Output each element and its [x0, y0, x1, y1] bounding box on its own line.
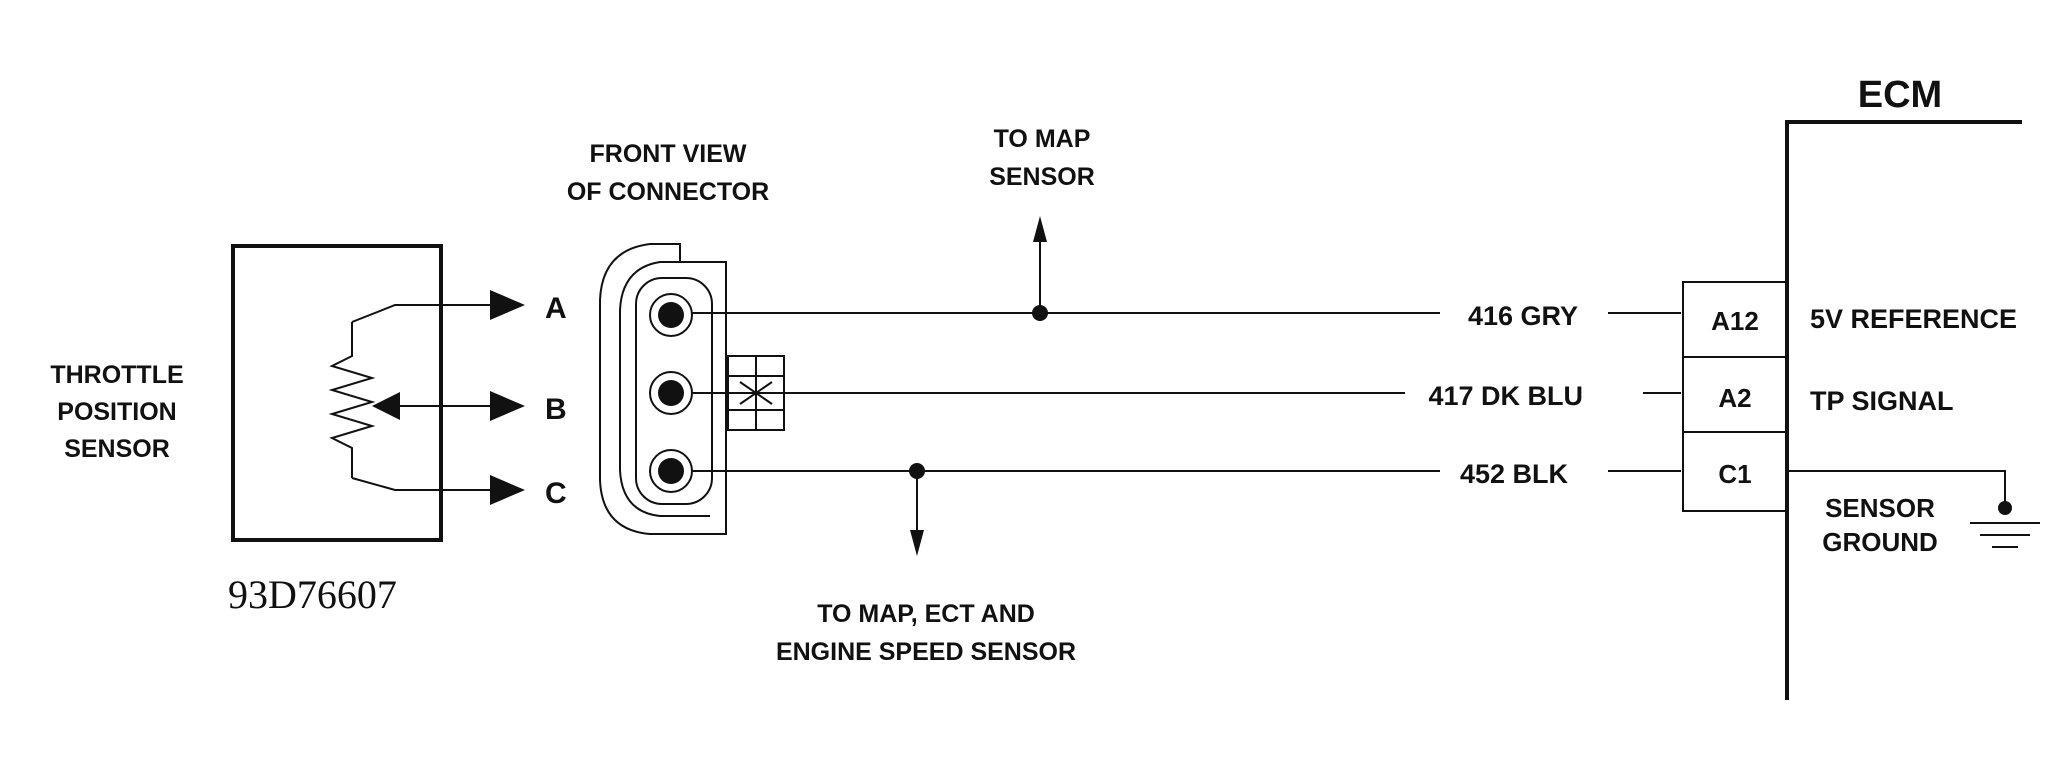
terminal-a: [649, 293, 693, 337]
ecm-connector-block: [1682, 281, 1788, 512]
up-arrow-icon: [1033, 216, 1047, 242]
ecm: ECM A12 A2 C1 5V REFERENCE TP SIGNAL SEN…: [1682, 74, 2040, 700]
ecm-pin-c1: C1: [1718, 459, 1751, 489]
ecm-function-tp-signal: TP SIGNAL: [1810, 386, 1954, 416]
wire-label-452: 452 BLK: [1460, 459, 1569, 489]
connector: FRONT VIEW OF CONNECTOR: [567, 140, 785, 535]
sensor-title-line-1: THROTTLE: [50, 361, 183, 389]
throttle-position-sensor: A B C THROTTLE POSITION SENSOR 93D76607: [50, 244, 567, 617]
pin-b-label: B: [545, 393, 567, 426]
sensor-title-line-2: POSITION: [57, 398, 176, 426]
ecm-function-sensor-ground-line-1: SENSOR: [1825, 493, 1935, 523]
branch-top-line-1: TO MAP: [994, 125, 1091, 153]
sensor-title-line-3: SENSOR: [64, 435, 170, 463]
ecm-function-5v-reference: 5V REFERENCE: [1810, 304, 2017, 334]
pin-a-label: A: [545, 292, 567, 325]
connector-outer-shell: [599, 243, 727, 535]
part-number: 93D76607: [228, 572, 397, 617]
wire-label-416: 416 GRY: [1468, 301, 1578, 331]
ecm-pin-a2: A2: [1718, 383, 1751, 413]
ecm-function-sensor-ground-line-2: GROUND: [1822, 527, 1938, 557]
ecm-pin-a12: A12: [1711, 306, 1759, 336]
branch-map-sensor: TO MAP SENSOR: [989, 125, 1095, 321]
connector-inner-shell: [619, 261, 710, 517]
branch-map-ect-speed: TO MAP, ECT AND ENGINE SPEED SENSOR: [776, 463, 1076, 666]
connector-caption-line-1: FRONT VIEW: [590, 140, 747, 168]
branch-bottom-line-2: ENGINE SPEED SENSOR: [776, 638, 1076, 666]
connector-cavity-frame: [635, 277, 713, 505]
wire-label-417: 417 DK BLU: [1428, 381, 1583, 411]
resistor-symbol: [328, 322, 376, 478]
arrow-a-icon: [490, 290, 525, 320]
branch-bottom-line-1: TO MAP, ECT AND: [817, 600, 1035, 628]
wires: 416 GRY 417 DK BLU 452 BLK: [692, 301, 1681, 489]
lead-c: [351, 477, 490, 491]
ecm-title: ECM: [1858, 74, 1942, 116]
terminal-b: [649, 371, 693, 415]
terminal-c: [649, 449, 693, 493]
arrow-c-icon: [490, 475, 525, 505]
lead-a: [351, 304, 490, 323]
down-arrow-icon: [910, 530, 924, 556]
arrow-b-icon: [490, 391, 525, 421]
ground-dot: [1998, 501, 2012, 515]
wiper-arrow-icon: [372, 392, 400, 420]
ground-wire: [1787, 470, 2006, 508]
ground-icon: [1970, 522, 2040, 548]
connector-caption-line-2: OF CONNECTOR: [567, 178, 769, 206]
branch-top-line-2: SENSOR: [989, 163, 1095, 191]
sensor-box: [231, 244, 443, 542]
pin-c-label: C: [545, 477, 567, 510]
